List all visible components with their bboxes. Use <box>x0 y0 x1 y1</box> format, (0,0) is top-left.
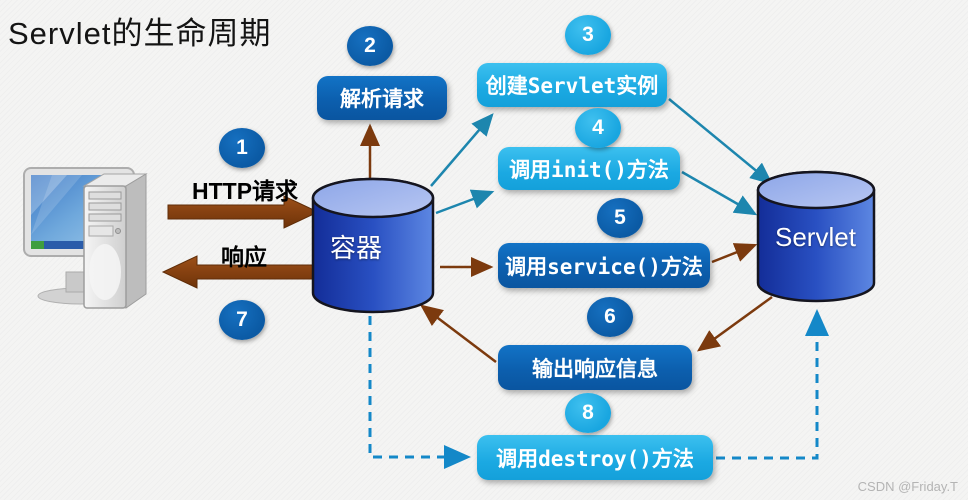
arrow-output-to-container <box>420 304 497 363</box>
computer-icon <box>23 167 148 309</box>
arrow-container-to-create <box>430 113 494 187</box>
badge-step-5: 5 <box>597 198 643 238</box>
arrow-container-to-init <box>435 189 495 215</box>
badge-step-8: 8 <box>565 393 611 433</box>
step-box-parse-request: 解析请求 <box>317 76 447 120</box>
badge-step-7: 7 <box>219 300 265 340</box>
arrow-create-to-servlet <box>668 98 773 185</box>
container-label: 容器 <box>330 233 383 263</box>
step-box-call-destroy: 调用destroy()方法 <box>477 435 713 480</box>
arrow-destroy-to-servlet-dashed <box>716 309 829 460</box>
arrow-http-request <box>167 195 320 229</box>
badge-step-1: 1 <box>219 128 265 168</box>
http-request-label: HTTP请求 <box>192 178 299 204</box>
step-box-call-service: 调用service()方法 <box>498 243 710 288</box>
badge-step-4: 4 <box>575 108 621 148</box>
servlet-cylinder <box>756 170 876 303</box>
response-label: 响应 <box>221 244 267 270</box>
step-box-create-servlet: 创建Servlet实例 <box>477 63 667 107</box>
watermark: CSDN @Friday.T <box>857 479 958 494</box>
arrow-servlet-to-output <box>696 295 773 352</box>
badge-step-3: 3 <box>565 15 611 55</box>
badge-step-2: 2 <box>347 26 393 66</box>
step-box-call-init: 调用init()方法 <box>498 147 680 190</box>
badge-step-6: 6 <box>587 297 633 337</box>
arrow-container-to-destroy-dashed <box>368 316 471 469</box>
page-title: Servlet的生命周期 <box>8 16 272 51</box>
arrow-init-to-servlet <box>681 170 758 216</box>
servlet-label: Servlet <box>775 222 856 252</box>
container-cylinder <box>311 177 435 314</box>
arrow-response <box>161 255 319 289</box>
arrow-service-to-servlet <box>711 243 758 264</box>
step-box-output-response: 输出响应信息 <box>498 345 692 390</box>
